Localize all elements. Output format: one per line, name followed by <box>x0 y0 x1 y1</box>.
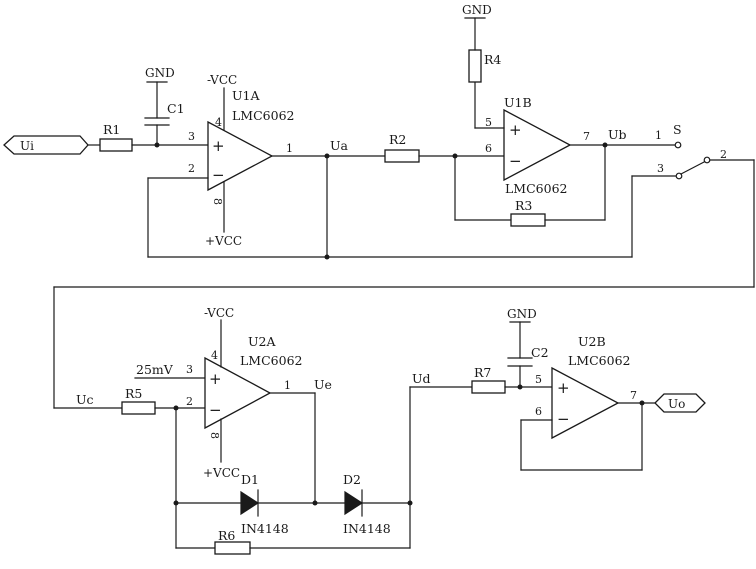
resistor-r6 <box>214 541 251 555</box>
u1a-pin-3: 3 <box>188 130 195 143</box>
u1a-label: U1A <box>232 88 260 103</box>
r3-label: R3 <box>515 198 532 213</box>
switch-contact-1 <box>674 141 682 149</box>
resistor-r2 <box>384 149 420 163</box>
u1a-pin-8: 8 <box>211 198 224 205</box>
opamp-u1a: + − <box>207 120 274 192</box>
junction-dot <box>324 153 330 159</box>
ud-net-label: Ud <box>412 371 431 386</box>
u1a-pin-1: 1 <box>286 142 293 155</box>
ub-net-label: Ub <box>608 127 627 142</box>
opamp-u2b: + − <box>551 366 620 440</box>
u1a-pin-4: 4 <box>215 116 222 129</box>
u2b-label: U2B <box>578 334 606 349</box>
junction-dot <box>173 500 179 506</box>
switch-contact-3 <box>675 172 683 180</box>
d1-part-label: IN4148 <box>241 521 289 536</box>
c2-label: C2 <box>531 345 549 360</box>
reference-voltage-label: 25mV <box>136 362 174 377</box>
u2a-label: U2A <box>248 334 276 349</box>
input-port-ui: Ui <box>3 135 89 155</box>
switch-blade <box>680 161 705 175</box>
u1a-pin-2: 2 <box>188 162 195 175</box>
resistor-r7 <box>471 380 506 394</box>
u2b-pin-5: 5 <box>535 373 542 386</box>
u2a-pos-vcc-label: +VCC <box>203 466 240 480</box>
switch-pin-3: 3 <box>657 162 664 175</box>
u2a-part-label: LMC6062 <box>240 353 302 368</box>
gnd-label-r4: GND <box>462 3 492 17</box>
u2a-pin-3: 3 <box>186 363 193 376</box>
output-port-uo: Uo <box>654 393 706 413</box>
c1-label: C1 <box>167 101 185 116</box>
r2-label: R2 <box>389 132 406 147</box>
capacitor-c1 <box>144 81 170 146</box>
u1b-pin-6: 6 <box>485 142 492 155</box>
uc-net-label: Uc <box>76 392 94 407</box>
u1a-minus-sign: − <box>212 166 225 184</box>
u1a-pos-vcc-label: +VCC <box>205 234 242 248</box>
u2a-pin-2: 2 <box>186 395 193 408</box>
u2a-minus-sign: − <box>209 401 222 419</box>
resistor-r3 <box>510 213 546 227</box>
opamp-u2a: + − <box>204 356 272 430</box>
switch-contact-2 <box>703 156 711 164</box>
u1a-neg-vcc-label: -VCC <box>207 73 237 87</box>
gnd-label-c2: GND <box>507 307 537 321</box>
u2b-minus-sign: − <box>557 410 570 428</box>
u2b-plus-sign: + <box>557 379 570 397</box>
r6-label: R6 <box>218 528 235 543</box>
u2a-pin-1: 1 <box>284 379 291 392</box>
resistor-r1 <box>99 138 133 152</box>
u1b-plus-sign: + <box>509 121 522 139</box>
capacitor-c2 <box>507 321 533 388</box>
ua-net-label: Ua <box>330 138 349 153</box>
junction-dot <box>324 254 330 260</box>
u1b-minus-sign: − <box>509 152 522 170</box>
d1-label: D1 <box>241 472 259 487</box>
u2a-neg-vcc-label: -VCC <box>204 306 234 320</box>
u1b-pin-5: 5 <box>485 116 492 129</box>
diode-d1 <box>240 489 260 517</box>
gnd-label-c1: GND <box>145 66 175 80</box>
u2b-pin-6: 6 <box>535 405 542 418</box>
u1a-part-label: LMC6062 <box>232 108 294 123</box>
u1b-pin-7: 7 <box>583 130 590 143</box>
r4-label: R4 <box>484 52 501 67</box>
u1b-label: U1B <box>504 95 532 110</box>
r7-label: R7 <box>474 365 491 380</box>
u2a-pin-8: 8 <box>208 432 221 439</box>
u1b-part-label: LMC6062 <box>505 181 567 196</box>
switch-pin-2: 2 <box>720 148 727 161</box>
u2b-pin-7: 7 <box>630 389 637 402</box>
resistor-r4 <box>468 49 482 83</box>
u2b-part-label: LMC6062 <box>568 353 630 368</box>
junction-dot <box>602 142 608 148</box>
uo-label: Uo <box>668 397 685 411</box>
r5-label: R5 <box>125 386 142 401</box>
switch-label: S <box>673 122 682 137</box>
d2-label: D2 <box>343 472 361 487</box>
opamp-u1b: + − <box>503 108 572 182</box>
d2-part-label: IN4148 <box>343 521 391 536</box>
diode-d2 <box>344 489 364 517</box>
u1a-plus-sign: + <box>212 137 225 155</box>
u2a-pin-4: 4 <box>211 349 218 362</box>
junction-dot <box>312 500 318 506</box>
switch-pin-1: 1 <box>655 129 662 142</box>
ue-net-label: Ue <box>314 377 332 392</box>
resistor-r5 <box>121 401 156 415</box>
u2a-plus-sign: + <box>209 370 222 388</box>
r1-label: R1 <box>103 122 120 137</box>
ui-label: Ui <box>20 139 34 153</box>
junction-dot <box>639 400 645 406</box>
